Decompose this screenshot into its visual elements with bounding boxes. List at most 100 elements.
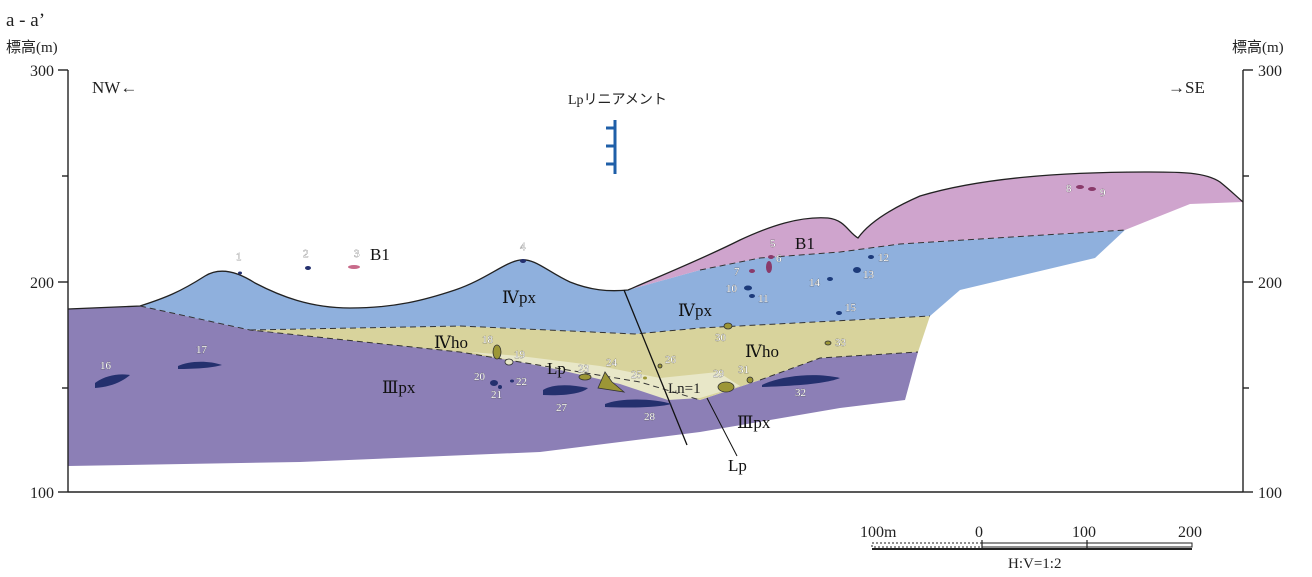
unit-label-b1-right: B1 xyxy=(795,234,815,253)
inclusion-18 xyxy=(492,344,502,360)
sample-number: 6 xyxy=(776,253,782,265)
inclusion-33 xyxy=(824,340,832,346)
inclusion-6 xyxy=(766,261,772,273)
sample-number: 10 xyxy=(726,283,738,295)
unit-label-iiipx-left: Ⅲpx xyxy=(382,378,416,397)
unit-label-ivpx-right: Ⅳpx xyxy=(678,301,712,320)
unit-label-ivpx-left: Ⅳpx xyxy=(502,288,536,307)
left-tick-label-300: 300 xyxy=(30,63,54,80)
sample-number: 9 xyxy=(1100,187,1106,199)
boundary-dashed xyxy=(249,315,931,335)
sample-number: 1 xyxy=(236,251,242,263)
scale-label-100m: 100m xyxy=(860,524,897,541)
elevation-label-right: 標高(m) xyxy=(1232,39,1284,56)
scale-ratio: H:V=1:2 xyxy=(1008,556,1061,572)
sample-number: 15 xyxy=(845,302,857,314)
boundary-dashed xyxy=(699,229,1126,271)
unit-label-lp-center: Lp xyxy=(547,359,566,378)
sample-number: 25 xyxy=(631,369,643,381)
sample-number: 23 xyxy=(578,363,590,375)
inclusion-29 xyxy=(717,381,735,393)
sample-number: 33 xyxy=(835,337,847,349)
inclusion-7 xyxy=(749,269,755,273)
inclusion-17 xyxy=(178,361,222,369)
sample-number: 29 xyxy=(713,368,725,380)
inclusion-30 xyxy=(723,322,733,330)
sample-number: 19 xyxy=(514,349,526,361)
right-tick-label-100: 100 xyxy=(1258,485,1282,502)
inclusion-4 xyxy=(520,259,526,263)
sample-number: 11 xyxy=(758,293,769,305)
section-title: a - a’ xyxy=(6,10,45,31)
inclusion-2 xyxy=(305,266,311,270)
inclusion-25 xyxy=(643,376,647,380)
sample-number: 27 xyxy=(556,402,568,414)
sample-number: 2 xyxy=(303,248,309,260)
unit-ivho xyxy=(250,316,930,400)
unit-label-iiipx-right: Ⅲpx xyxy=(737,413,771,432)
boundary-dashed xyxy=(139,305,701,401)
sample-number: 28 xyxy=(644,411,656,423)
inclusion-12 xyxy=(868,255,874,259)
direction-left: NW← xyxy=(92,78,137,97)
scale-label-200: 200 xyxy=(1178,524,1202,541)
inclusion-32 xyxy=(762,375,840,387)
right-tick-label-300: 300 xyxy=(1258,63,1282,80)
inclusion-19 xyxy=(504,358,514,366)
inclusion-28 xyxy=(605,399,672,408)
inclusion-9 xyxy=(1088,187,1096,191)
scale-bar: 100m 0 100 200 H:V=1:2 xyxy=(860,524,1202,572)
inclusion-10 xyxy=(744,285,752,291)
sample-number: 31 xyxy=(738,364,749,376)
scale-label-0: 0 xyxy=(975,524,983,541)
inclusion-27 xyxy=(543,385,588,396)
boundary-dashed xyxy=(759,351,919,381)
unit-label-ivho-left: Ⅳho xyxy=(434,333,468,352)
unit-ivpx xyxy=(140,230,1125,334)
sample-number: 16 xyxy=(100,360,112,372)
inclusion-11 xyxy=(749,294,755,298)
direction-right: →SE xyxy=(1168,78,1205,97)
unit-label-ivho-right: Ⅳho xyxy=(745,342,779,361)
sample-number: 20 xyxy=(474,371,486,383)
inclusion-16 xyxy=(95,374,130,388)
sample-number: 5 xyxy=(770,238,776,250)
sample-number: 4 xyxy=(520,241,526,253)
inclusion-15 xyxy=(836,311,842,315)
sample-number: 32 xyxy=(795,387,806,399)
inclusion-24 xyxy=(597,371,626,393)
inclusion-23 xyxy=(578,373,592,381)
sample-number: 12 xyxy=(878,252,889,264)
inclusion-1 xyxy=(238,271,242,275)
inclusion-8 xyxy=(1076,185,1084,189)
inclusion-31 xyxy=(746,376,754,384)
ground-surface xyxy=(67,171,1244,310)
sample-number: 7 xyxy=(734,266,740,278)
fault-line xyxy=(623,289,688,446)
left-tick-label-200: 200 xyxy=(30,275,54,292)
inclusion-14 xyxy=(827,277,833,281)
inclusion-21 xyxy=(498,385,502,389)
sample-number: 21 xyxy=(491,389,502,401)
sample-number: 26 xyxy=(665,354,677,366)
right-tick-label-200: 200 xyxy=(1258,275,1282,292)
sample-number: 17 xyxy=(196,344,208,356)
fault-lp-leader xyxy=(706,397,738,457)
unit-b1 xyxy=(628,172,1243,290)
elevation-label-left: 標高(m) xyxy=(6,39,58,56)
inclusion-5 xyxy=(768,255,774,259)
inclusion-22 xyxy=(510,379,514,383)
inclusion-26 xyxy=(657,363,663,369)
sample-number: 22 xyxy=(516,376,527,388)
unit-label-ln: Ln=1 xyxy=(668,381,701,397)
sample-number: 13 xyxy=(863,269,875,281)
unit-label-lp-fault: Lp xyxy=(728,456,747,475)
lineament-label: Lpリニアメント xyxy=(568,93,667,108)
inclusion-20 xyxy=(490,380,498,386)
sample-number: 24 xyxy=(606,357,618,369)
sample-number: 30 xyxy=(715,332,727,344)
inclusion-13 xyxy=(853,267,861,273)
unit-label-b1-left: B1 xyxy=(370,245,390,264)
sample-number: 18 xyxy=(482,334,494,346)
